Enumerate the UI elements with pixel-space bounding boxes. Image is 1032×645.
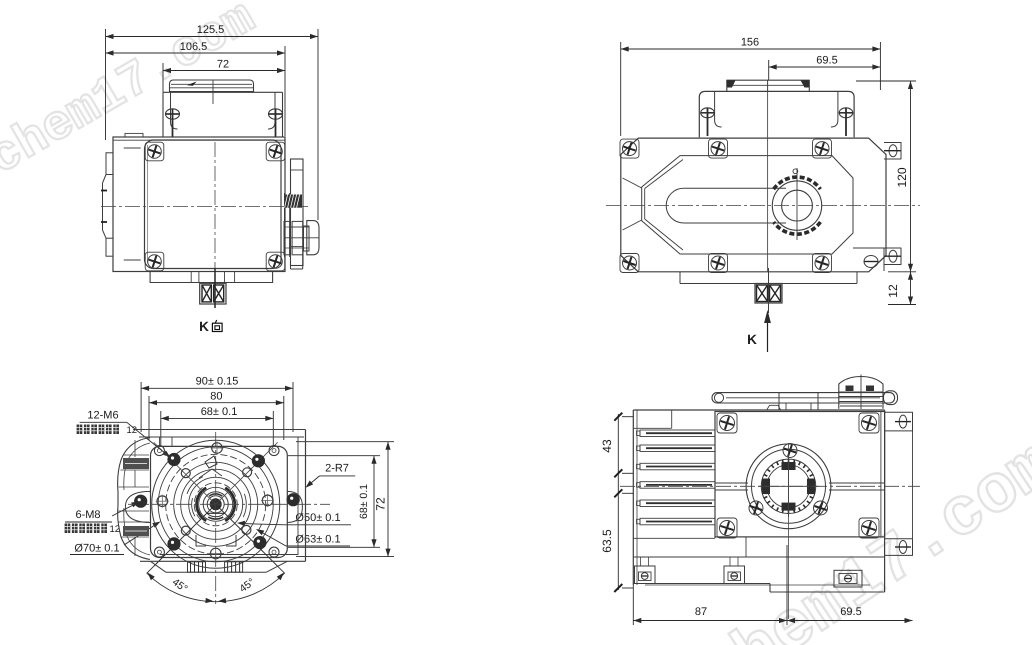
svg-text:K: K <box>199 319 209 334</box>
svg-text:12-M6: 12-M6 <box>87 410 118 422</box>
svg-text:43: 43 <box>600 439 614 453</box>
svg-text:69.5: 69.5 <box>840 606 861 618</box>
svg-text:63.5: 63.5 <box>600 529 614 553</box>
svg-text:68± 0.1: 68± 0.1 <box>201 406 238 418</box>
svg-text:156: 156 <box>741 37 759 49</box>
svg-text:125.5: 125.5 <box>197 24 225 36</box>
svg-text:Ø50± 0.1: Ø50± 0.1 <box>295 512 340 524</box>
svg-text:12: 12 <box>127 425 138 436</box>
svg-text:68± 0.1: 68± 0.1 <box>358 484 370 519</box>
svg-text:12: 12 <box>110 524 121 535</box>
svg-text:72: 72 <box>374 497 388 511</box>
svg-text:80: 80 <box>210 391 222 403</box>
svg-text:Ø63± 0.1: Ø63± 0.1 <box>295 534 340 546</box>
svg-text:87: 87 <box>695 606 707 618</box>
svg-text:6-M8: 6-M8 <box>75 509 100 521</box>
svg-text:Ø70± 0.1: Ø70± 0.1 <box>74 543 119 555</box>
svg-text:2-R7: 2-R7 <box>325 463 349 475</box>
svg-text:K: K <box>747 332 757 347</box>
svg-text:69.5: 69.5 <box>816 55 837 67</box>
svg-text:72: 72 <box>217 59 229 71</box>
svg-text:106.5: 106.5 <box>180 41 208 53</box>
svg-text:120: 120 <box>895 167 909 187</box>
svg-text:90± 0.15: 90± 0.15 <box>196 376 239 388</box>
svg-text:12: 12 <box>886 284 900 298</box>
